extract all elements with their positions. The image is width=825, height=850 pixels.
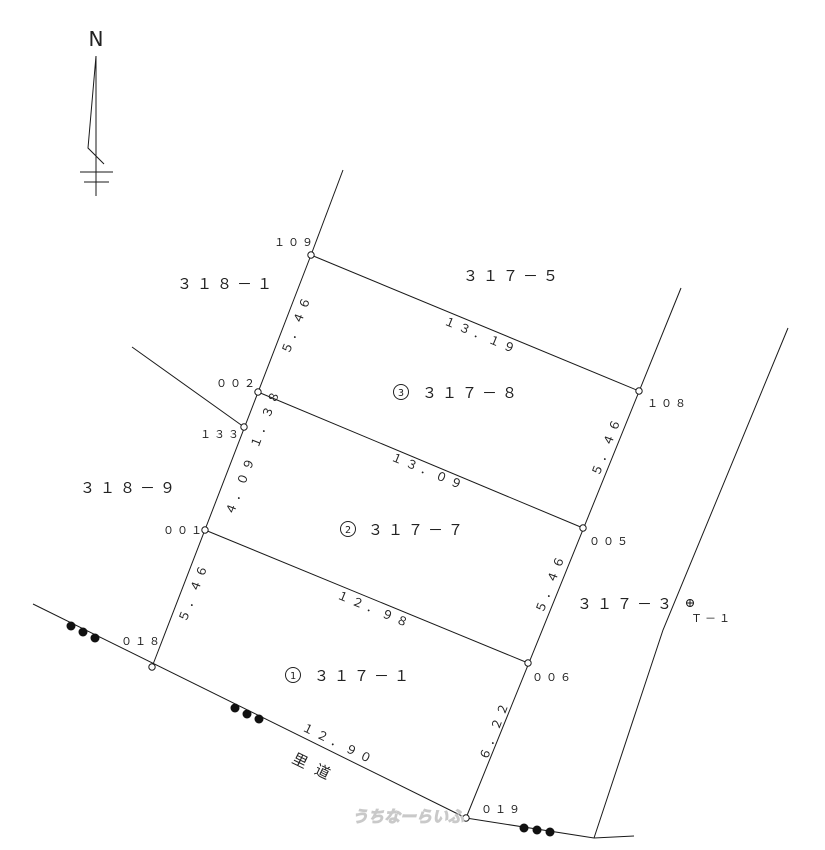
node-018 — [148, 663, 156, 671]
road-marker-dot — [519, 823, 529, 833]
road-marker-dot — [78, 627, 88, 637]
parcel-label-318-9: ３１８－９ — [80, 479, 180, 497]
benchmark-t1-icon — [686, 599, 694, 607]
dim-108-005: ５．４６ — [589, 413, 625, 478]
road-south-edge-end — [593, 835, 635, 839]
dim-005-006: ５．４６ — [533, 550, 569, 615]
road-marker-dot — [254, 714, 264, 724]
lot-number-circle-icon — [393, 384, 409, 400]
dim-001-006: １２．９８ — [335, 588, 414, 632]
point-labels: １０９ ００２ １３３ ００１ ０１８ １０８ ００５ ００６ ０１９ Ｔ－１ — [121, 236, 733, 816]
lot-number: 3 — [398, 388, 404, 399]
road-marker-dot — [242, 709, 252, 719]
parcel-labels: ３１８－１ ３１７－５ ３１８－９ ３１７－３ 3 ３１７－８ 2 ３１７－７ … — [80, 267, 677, 685]
neighbour-line-133 — [131, 346, 245, 428]
lot-number: 2 — [345, 525, 351, 536]
node-005 — [579, 524, 587, 532]
parcel-label-317-8: ３１７－８ — [422, 384, 522, 402]
north-extension-line — [310, 169, 344, 256]
line-001-006 — [204, 529, 529, 664]
lot-number: 1 — [290, 671, 296, 682]
node-001 — [201, 526, 209, 534]
road-marker-dot — [532, 825, 542, 835]
watermark-logo: うちなーらいふ — [352, 807, 465, 826]
east-boundary-line — [465, 287, 682, 819]
point-label-006: ００６ — [532, 671, 574, 684]
west-boundary-line — [151, 254, 312, 668]
road-marker-dot — [90, 633, 100, 643]
north-arrow: N — [80, 27, 113, 196]
point-label-133: １３３ — [200, 428, 242, 441]
node-108 — [635, 387, 643, 395]
road-markers — [66, 621, 555, 837]
node-019 — [462, 814, 470, 822]
dim-002-005: １３．０９ — [389, 450, 468, 494]
parcel-label-317-7: ３１７－７ — [368, 521, 468, 539]
node-006 — [524, 659, 532, 667]
line-109-108 — [310, 254, 640, 392]
node-002 — [254, 388, 262, 396]
point-label-018: ０１８ — [121, 635, 163, 648]
lot-3-label: 3 ３１７－８ — [393, 384, 522, 402]
node-109 — [307, 251, 315, 259]
lot-number-circle-icon — [285, 667, 301, 683]
far-east-line — [593, 327, 789, 839]
lot-2-label: 2 ３１７－７ — [340, 521, 468, 539]
dim-109-108: １３．１９ — [442, 314, 521, 358]
point-label-001: ００１ — [163, 524, 205, 537]
point-label-005: ００５ — [589, 535, 631, 548]
parcel-label-317-3: ３１７－３ — [577, 595, 677, 613]
dim-133-001: ４．０９ — [223, 452, 259, 517]
point-label-002: ００２ — [216, 377, 258, 390]
road-marker-dot — [66, 621, 76, 631]
lot-number-circle-icon — [340, 521, 356, 537]
dim-006-019: ６．２２ — [477, 697, 513, 762]
road-marker-dot — [230, 703, 240, 713]
parcel-label-318-1: ３１８－１ — [177, 275, 277, 293]
point-label-t1: Ｔ－１ — [691, 612, 733, 625]
survey-nodes — [148, 251, 694, 822]
lot-1-label: 1 ３１７－１ — [285, 667, 414, 685]
road-marker-dot — [545, 827, 555, 837]
parcel-label-317-5: ３１７－５ — [463, 267, 563, 285]
point-label-109: １０９ — [274, 236, 316, 249]
road-label: 里道 — [289, 749, 342, 787]
point-label-108: １０８ — [647, 397, 689, 410]
point-label-019: ０１９ — [481, 803, 523, 816]
boundary-lines — [32, 169, 789, 839]
line-002-005 — [257, 391, 584, 529]
road-south-edge — [465, 817, 595, 839]
north-label: N — [89, 27, 104, 51]
node-133 — [240, 423, 248, 431]
north-arrow-shaft — [87, 55, 105, 165]
parcel-label-317-1: ３１７－１ — [314, 667, 414, 685]
